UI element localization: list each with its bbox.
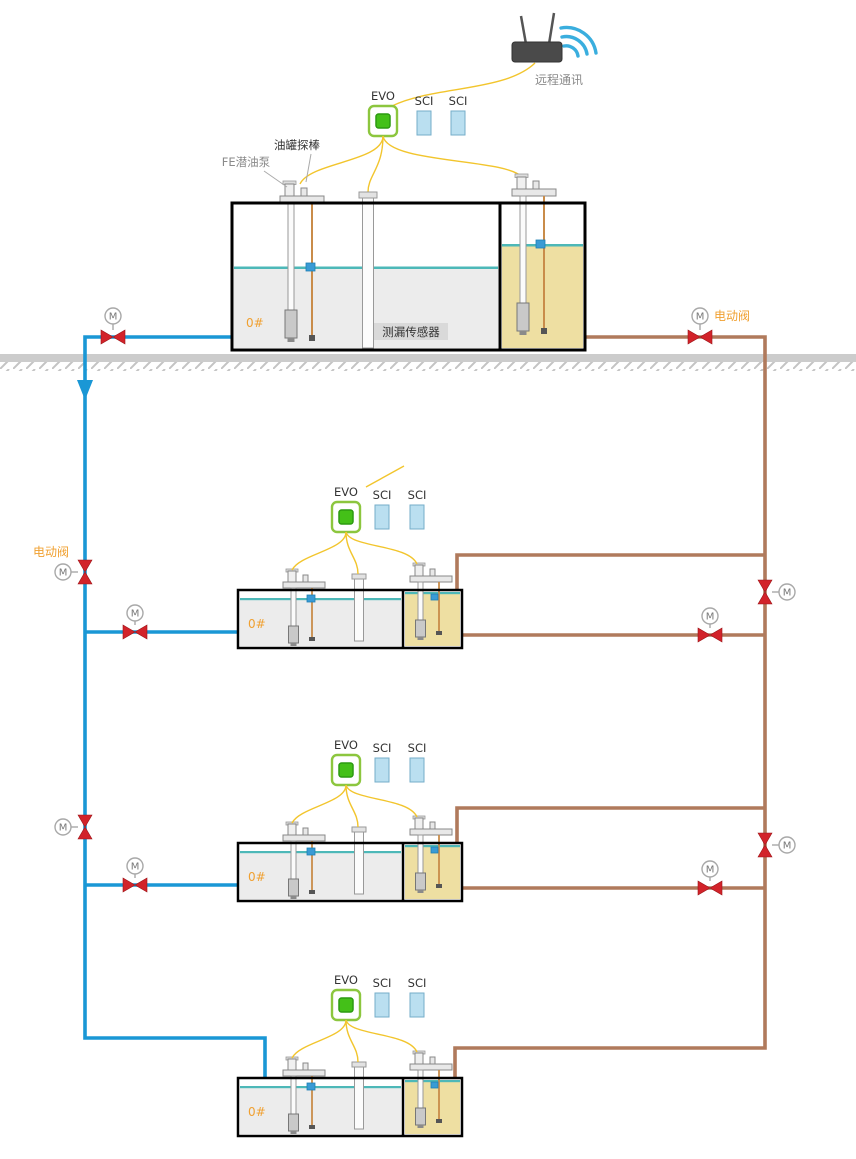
brown-branch-tank2-top	[455, 553, 765, 589]
tank-4	[238, 973, 462, 1136]
tank-2	[238, 485, 462, 648]
router-body	[511, 41, 563, 63]
valve-top-left	[100, 307, 126, 345]
tank-1: 0# 测漏传感器	[230, 173, 587, 352]
leak-sensor-pipe	[362, 197, 374, 349]
brown-branch-tank3-top	[455, 806, 765, 842]
valve-tank2-brown	[697, 607, 723, 643]
tank-group-4	[238, 973, 462, 1136]
float-sensor	[535, 239, 546, 249]
fe-pump-label: FE潜油泵	[222, 155, 271, 169]
leak-pipe-cap	[358, 191, 378, 199]
flow-arrow-down-icon	[77, 380, 93, 400]
antenna	[519, 15, 528, 45]
valve-tank2-blue	[122, 604, 148, 640]
leader-line	[305, 153, 312, 183]
tank-group-2	[238, 465, 462, 648]
brown-return-pipeline	[453, 335, 767, 1078]
tank-group-3	[238, 738, 462, 901]
valve-left-riser-1	[54, 559, 93, 585]
leak-sensor-label: 测漏传感器	[382, 325, 440, 339]
electric-valve-label-left: 电动阀	[33, 545, 69, 559]
valve-tank3-brown	[697, 860, 723, 896]
leader-line	[263, 170, 288, 188]
leak-sensor-label-bg	[374, 323, 448, 340]
wifi-signal-icon	[559, 25, 598, 58]
annotations: 油罐探棒 FE潜油泵 电动阀 电动阀	[33, 138, 750, 559]
signal-wire	[382, 135, 523, 178]
router-wire	[391, 62, 536, 107]
electric-valve-label-right: 电动阀	[714, 309, 750, 323]
brown-main-pipe	[453, 335, 767, 1078]
valve-top-right	[687, 307, 713, 345]
ground-hatch	[0, 362, 856, 371]
blue-supply-pipeline	[77, 335, 267, 1078]
remote-comm-label: 远程通讯	[535, 72, 583, 87]
tank-probe-label: 油罐探棒	[274, 138, 320, 152]
blue-main-pipe	[83, 335, 267, 1078]
motor-valves	[54, 307, 796, 896]
valve-left-riser-2	[54, 814, 93, 840]
tank-shell	[230, 201, 587, 352]
antenna	[547, 12, 556, 45]
evo-controller-1	[367, 87, 399, 138]
remote-comm-unit: 远程通讯	[391, 12, 598, 107]
signal-wire	[367, 135, 384, 193]
valve-right-riser-2	[757, 832, 796, 858]
stray-wire	[365, 465, 405, 488]
tank-number: 0#	[246, 316, 264, 330]
ground-line	[0, 354, 856, 371]
valve-right-riser-1	[757, 579, 796, 605]
sci-module-1b	[448, 93, 468, 136]
controller-tank1	[299, 87, 523, 193]
signal-wire	[299, 135, 384, 185]
sci-module-1a	[414, 93, 434, 136]
valve-tank3-blue	[122, 857, 148, 893]
float-sensor	[305, 262, 316, 272]
tank-3	[238, 738, 462, 901]
